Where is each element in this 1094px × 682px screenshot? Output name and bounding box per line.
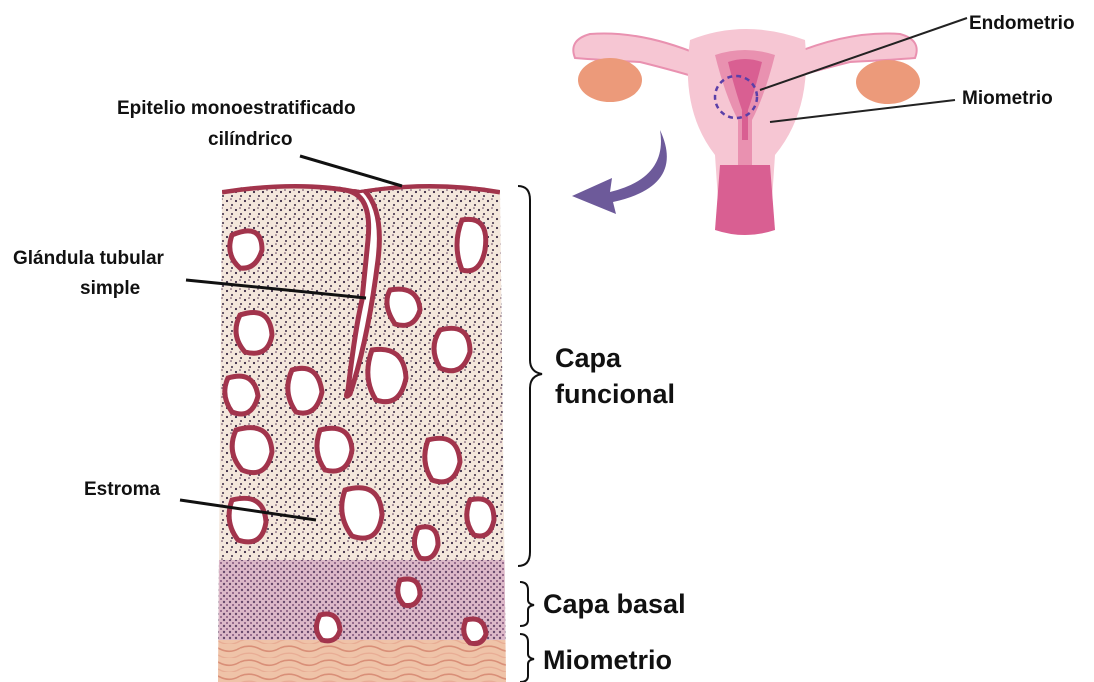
basal-gland xyxy=(464,619,486,644)
bracket-capa-basal xyxy=(520,582,534,626)
gland xyxy=(230,231,262,268)
gland xyxy=(368,349,406,401)
gland xyxy=(225,376,258,414)
bracket-capa-funcional xyxy=(518,186,542,566)
bracket-miometrio xyxy=(520,634,534,682)
label-epitelio-line2: cilíndrico xyxy=(208,128,292,152)
gland xyxy=(342,488,382,538)
gland xyxy=(387,289,420,325)
gland xyxy=(236,313,272,354)
label-glandula-line1: Glándula tubular xyxy=(13,247,164,271)
label-epitelio-line1: Epitelio monoestratificado xyxy=(117,97,356,121)
layer-capa-basal: Capa basal xyxy=(543,587,686,621)
layer-capa-funcional-line2: funcional xyxy=(555,377,675,411)
gland xyxy=(457,219,486,270)
gland xyxy=(414,527,438,559)
gland xyxy=(317,428,352,471)
epitelio-pointer xyxy=(300,156,402,186)
uterus-illustration xyxy=(573,18,967,235)
label-glandula-line2: simple xyxy=(80,277,140,301)
gland xyxy=(467,499,494,536)
label-endometrio: Endometrio xyxy=(969,12,1075,36)
zoom-arrow xyxy=(572,130,667,214)
basal-gland xyxy=(398,579,420,606)
ovary-right xyxy=(856,60,920,104)
gland xyxy=(229,498,266,542)
layer-miometrio: Miometrio xyxy=(543,643,672,677)
ovary-left xyxy=(578,58,642,102)
label-estroma: Estroma xyxy=(84,478,160,502)
cervix xyxy=(715,165,775,235)
gland xyxy=(425,438,460,482)
gland xyxy=(288,368,322,413)
gland xyxy=(232,428,272,473)
gland xyxy=(434,328,470,370)
label-miometrio-organ: Miometrio xyxy=(962,87,1053,111)
basal-gland xyxy=(316,614,340,641)
myometrium-fibers xyxy=(210,640,510,682)
histology-section xyxy=(210,175,510,682)
layer-capa-funcional-line1: Capa xyxy=(555,341,621,375)
